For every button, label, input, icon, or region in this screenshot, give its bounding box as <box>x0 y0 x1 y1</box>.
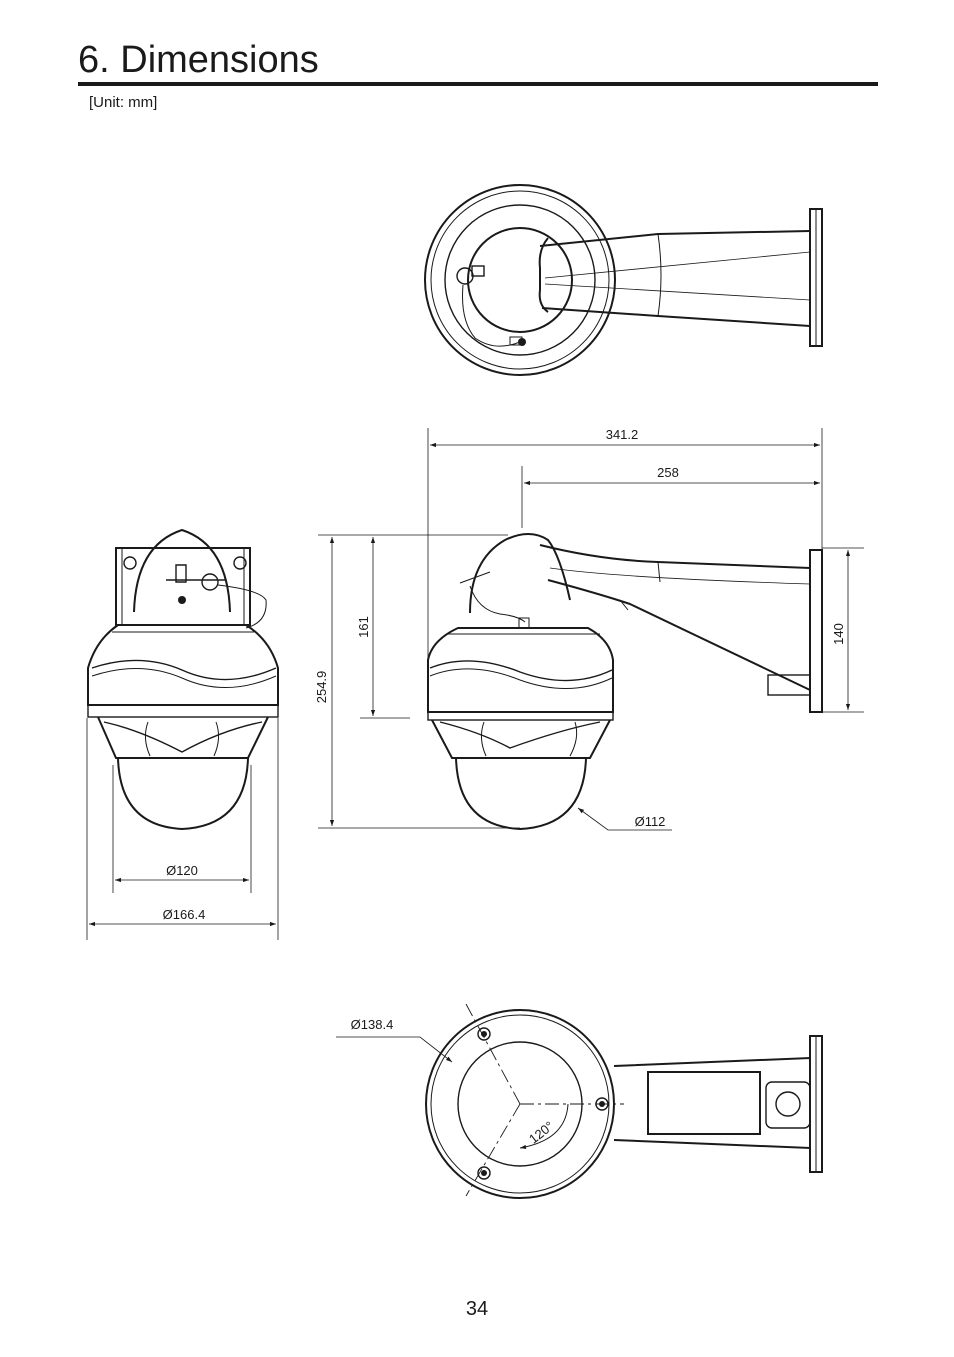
dimension-lines <box>86 428 864 1063</box>
side-view <box>427 533 823 831</box>
top-view <box>424 184 823 376</box>
dim-mount-height: 161 <box>356 616 371 638</box>
page-number: 34 <box>465 1298 489 1320</box>
dim-total-length: 341.2 <box>606 427 639 442</box>
bottom-view <box>425 1003 823 1199</box>
dim-bolt-angle: 120° <box>526 1118 556 1146</box>
dim-housing-inner-diameter: Ø120 <box>166 863 198 878</box>
dim-arm-length: 258 <box>657 465 679 480</box>
dim-total-height: 254.9 <box>314 671 329 704</box>
unit-note: [Unit: mm] <box>89 94 158 111</box>
front-view <box>87 528 279 831</box>
dim-dome-diameter: Ø112 <box>635 814 666 829</box>
dim-housing-outer-diameter: Ø166.4 <box>163 907 206 922</box>
title-rule <box>78 82 878 86</box>
page-title: 6. Dimensions <box>78 39 319 81</box>
dim-bolt-circle-diameter: Ø138.4 <box>351 1017 394 1032</box>
dim-bracket-height: 140 <box>831 623 846 645</box>
